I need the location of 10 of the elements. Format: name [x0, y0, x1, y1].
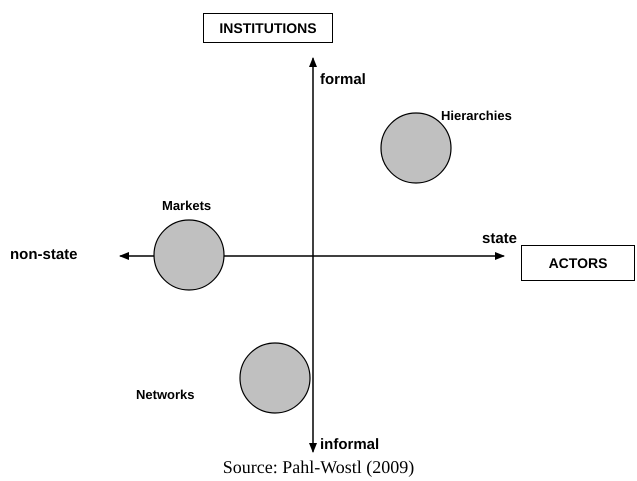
heading-box: ACTORS — [521, 245, 635, 281]
node-label: Markets — [162, 198, 212, 213]
caption: Source: Pahl-Wostl (2009) — [222, 457, 414, 477]
axis-label: state — [482, 230, 518, 247]
axis-label: non-state — [10, 246, 78, 263]
node-label: Networks — [136, 387, 195, 402]
axis-label: formal — [320, 71, 366, 88]
node-label: Hierarchies — [441, 108, 512, 123]
axis-label: informal — [320, 436, 380, 453]
heading-box: INSTITUTIONS — [203, 13, 333, 43]
